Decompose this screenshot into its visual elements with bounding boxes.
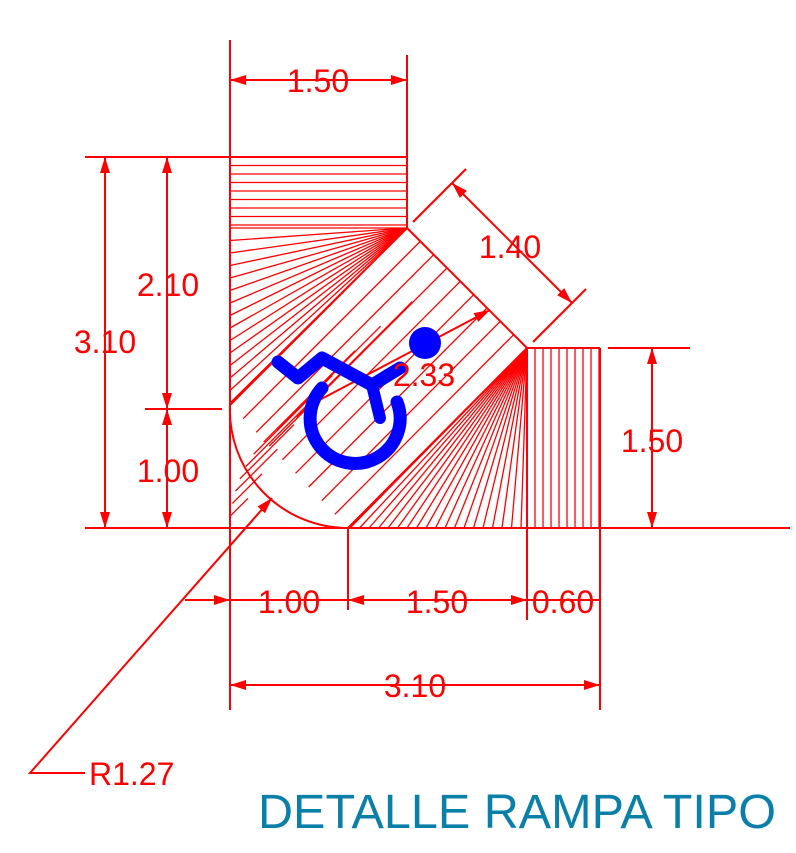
hatch-line: [334, 334, 515, 515]
hatch-line: [321, 320, 501, 502]
dimension-arrowhead: [214, 595, 230, 605]
hatch-line: [229, 227, 408, 342]
hatch-line: [482, 347, 528, 529]
dim-left-inner-lower: 1.00: [137, 453, 199, 489]
hatch-line: [255, 254, 435, 433]
dim-bottom-total: 3.10: [384, 668, 446, 704]
hatch-line: [472, 347, 528, 529]
hatch-line: [349, 347, 528, 529]
hatch-line: [268, 267, 448, 447]
dimension-arrowhead: [511, 595, 527, 605]
hatch-line: [234, 448, 278, 492]
hatch-line: [229, 227, 408, 404]
hatch-line: [229, 227, 408, 317]
wheelchair-icon: [271, 327, 441, 470]
dimension-arrowhead: [452, 183, 467, 198]
dim-center-label: 2.33: [393, 357, 455, 393]
dim-right-height: 1.50: [621, 423, 683, 459]
dim-top-width: 1.50: [287, 63, 349, 99]
dim-left-inner-upper: 2.10: [137, 267, 199, 303]
hatch-line: [396, 347, 528, 529]
hatch-line: [229, 227, 408, 267]
hatch-line: [229, 227, 408, 254]
hatch-lines: [229, 164, 600, 529]
hatch-line: [230, 497, 249, 517]
dimension-arrowhead: [391, 75, 407, 85]
hatch-line: [368, 347, 528, 529]
hatch-line: [245, 399, 313, 467]
hatch-line: [239, 424, 295, 480]
hatch-line: [229, 227, 408, 304]
hatch-line: [434, 347, 528, 529]
hatch-line: [242, 240, 421, 420]
dimension-arrowhead: [584, 680, 600, 690]
dimension-arrows: [100, 75, 657, 690]
corner-arc: [228, 404, 349, 530]
hatch-line: [229, 227, 408, 391]
hatch-line: [491, 347, 528, 529]
hatch-line: [425, 347, 528, 529]
hatch-line: [229, 227, 408, 354]
hatch-line: [415, 347, 528, 529]
dim-diag-ext1: [412, 168, 467, 223]
hatch-line: [231, 473, 263, 504]
ramp-upper-edge: [406, 227, 528, 349]
dimension-arrowhead: [348, 595, 364, 605]
hatch-line: [501, 347, 528, 529]
dimension-arrowhead: [647, 348, 657, 364]
drawing-lines: [27, 40, 790, 774]
hatch-line: [229, 227, 408, 292]
dimension-arrowhead: [162, 512, 172, 528]
dim-diag-line: [451, 182, 573, 304]
dim-diag-width: 1.40: [479, 229, 541, 265]
hatch-line: [229, 227, 408, 329]
drawing-title: DETALLE RAMPA TIPO: [258, 786, 776, 839]
dim-bottom-c: 0.60: [532, 584, 594, 620]
dimension-arrowhead: [557, 288, 572, 303]
dim-diag-ext2: [532, 288, 587, 343]
dimension-arrowhead: [162, 393, 172, 409]
dimension-arrowhead: [257, 498, 272, 514]
hatch-line: [229, 227, 408, 367]
hatch-line: [444, 347, 528, 529]
hatch-line: [276, 325, 382, 431]
dimension-arrowhead: [230, 75, 246, 85]
dim-bottom-a: 1.00: [258, 584, 320, 620]
dimension-arrowhead: [162, 157, 172, 173]
hatch-line: [229, 227, 408, 379]
dim-bottom-b: 1.50: [406, 584, 468, 620]
radius-leader: [27, 497, 273, 774]
dim-left-outer: 3.10: [74, 324, 136, 360]
dimension-arrowhead: [100, 157, 110, 173]
hatch-line: [377, 347, 528, 529]
hatch-line: [453, 347, 528, 529]
hatch-line: [229, 227, 408, 242]
hatch-line: [406, 347, 528, 529]
hatch-line: [520, 347, 528, 529]
hatch-line: [229, 227, 408, 279]
dimension-arrowhead: [647, 512, 657, 528]
hatch-line: [387, 347, 528, 529]
dimension-arrowhead: [473, 310, 490, 322]
dim-radius: R1.27: [89, 756, 174, 792]
dimension-arrowhead: [230, 680, 246, 690]
hatch-line: [463, 347, 528, 529]
hatch-line: [359, 347, 528, 529]
hatch-line: [510, 347, 528, 529]
dim-center-line: [309, 309, 491, 406]
dimension-arrowhead: [162, 409, 172, 425]
dimension-arrowhead: [100, 512, 110, 528]
